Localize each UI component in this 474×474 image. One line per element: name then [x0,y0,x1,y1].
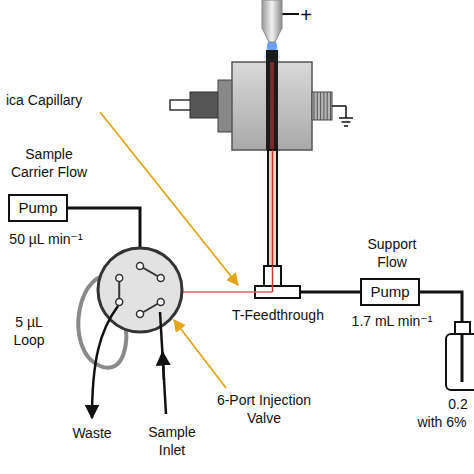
outlet-label: Waste [67,425,117,443]
ion-source-block [266,50,278,150]
leader-lines [174,320,226,388]
ion-source-block [232,62,312,150]
injection-valve [157,299,164,306]
solvent-bottle [446,322,474,390]
injection-valve [157,275,164,282]
injection-valve [137,263,144,270]
solvent-bottle [461,334,464,382]
support-flow-tubing [300,291,360,294]
flow-rate: 1.7 mL min⁻¹ [347,313,437,331]
solution-label: with 6% [413,414,471,432]
callout-label: 6-Port Injection Valve [212,392,316,427]
ion-source-block [317,92,318,120]
waste-and-inlet-lines [92,306,166,418]
t-feedthrough [182,291,273,293]
injection-valve [116,275,123,282]
solvent-bottle [446,334,474,390]
part-label: 5 µL Loop [11,314,47,349]
pump-box: Pump [360,278,420,306]
solvent-bottle [455,322,470,334]
injection-valve [137,311,144,318]
polarity-sign: + [298,5,314,25]
waste-and-inlet-lines [163,352,165,380]
flow-rate: 50 µL min⁻¹ [4,231,88,249]
ion-source-block [190,92,218,118]
injection-valve [116,263,165,318]
ion-source-block [327,92,328,120]
callout-label: ica Capillary [6,92,102,110]
inlet-label: Sample Inlet [145,424,200,459]
t-feedthrough [182,266,300,298]
t-feedthrough [272,266,274,292]
pump-label: Pump [12,200,63,217]
ground-symbol [344,125,348,127]
ion-source-block [330,92,331,120]
ion-source-block [314,92,315,120]
leader-lines [100,112,238,285]
ion-source-block [320,92,321,120]
flow-label: Sample Carrier Flow [4,146,94,181]
part-label: T-Feedthrough [228,307,328,325]
ion-source-block [312,92,332,120]
capillary-tube [272,150,274,292]
pump-box: Pump [8,194,68,222]
ground-symbol [342,121,351,123]
emitter [262,0,299,58]
ground-symbol [339,117,353,119]
pump-label: Pump [364,284,415,301]
ground-symbol [332,106,353,126]
ion-source-block [323,92,324,120]
emitter [262,0,282,42]
emitter [282,13,299,15]
ion-source-block [270,62,274,150]
ion-source-block [314,92,331,120]
injection-valve [116,299,123,306]
waste-and-inlet-lines [160,312,166,414]
ground-symbol [332,105,346,107]
leader-lines [100,112,238,388]
flow-label: Support Flow [362,236,422,271]
waste-and-inlet-lines [92,306,118,418]
solution-label: 0.2 [444,396,472,414]
ground-symbol [345,106,347,118]
ion-source-block [170,50,332,150]
